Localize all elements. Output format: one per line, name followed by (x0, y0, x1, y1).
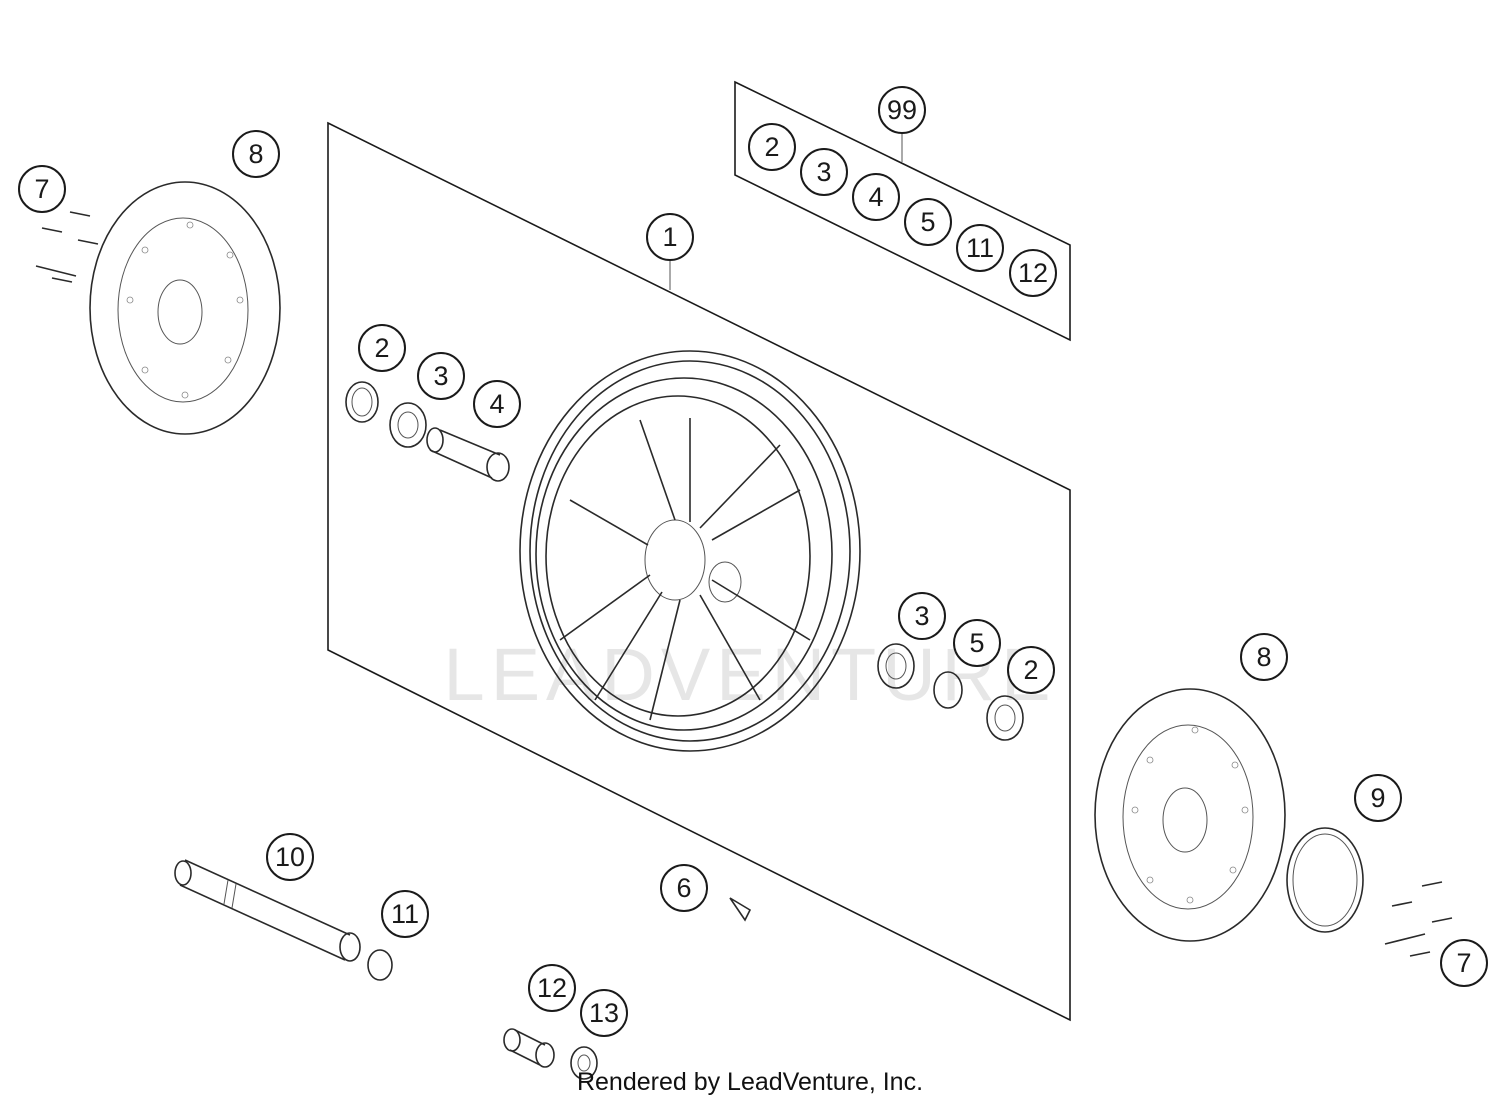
callout: 5 (953, 619, 1001, 667)
leader-lines (669, 130, 903, 290)
svg-text:7: 7 (1456, 948, 1471, 978)
svg-text:11: 11 (391, 899, 419, 929)
callout: 11 (381, 890, 429, 938)
svg-text:10: 10 (275, 842, 305, 872)
callout: 12 (1009, 249, 1057, 297)
svg-text:2: 2 (374, 333, 389, 363)
hub-parts-right (877, 643, 1024, 741)
callout: 7 (1440, 939, 1488, 987)
render-credit: Rendered by LeadVenture, Inc. (576, 1068, 924, 1096)
abs-tone-wheel (1286, 827, 1364, 933)
callout: 4 (852, 173, 900, 221)
hub-parts-left (345, 381, 510, 482)
svg-text:99: 99 (887, 95, 917, 125)
svg-text:7: 7 (34, 174, 49, 204)
spacer-and-cap (503, 1028, 598, 1080)
callout: 13 (580, 989, 628, 1037)
callout: 8 (232, 130, 280, 178)
brake-disc-left (89, 181, 281, 435)
front-wheel (519, 350, 861, 752)
callout: 3 (417, 352, 465, 400)
bolts-right (1384, 881, 1453, 957)
callout: 2 (1007, 646, 1055, 694)
svg-text:9: 9 (1370, 783, 1385, 813)
svg-text:5: 5 (969, 628, 984, 658)
axle (174, 859, 393, 981)
callout: 11 (956, 224, 1004, 272)
callout: 9 (1354, 774, 1402, 822)
svg-text:5: 5 (920, 207, 935, 237)
callout: 3 (898, 592, 946, 640)
callout: 3 (800, 148, 848, 196)
brake-disc-right (1094, 688, 1286, 942)
svg-text:2: 2 (764, 132, 779, 162)
callout: 4 (473, 380, 521, 428)
bolts-left (35, 211, 99, 283)
svg-text:8: 8 (248, 139, 263, 169)
svg-text:12: 12 (537, 973, 567, 1003)
callout: 5 (904, 198, 952, 246)
callout: 2 (748, 123, 796, 171)
callout: 2 (358, 324, 406, 372)
valve (729, 897, 752, 922)
wheel-assembly-frame (327, 121, 1071, 1022)
svg-text:3: 3 (816, 157, 831, 187)
svg-text:3: 3 (433, 361, 448, 391)
callout: 7 (18, 165, 66, 213)
svg-text:11: 11 (966, 233, 994, 263)
svg-text:8: 8 (1256, 642, 1271, 672)
svg-text:6: 6 (676, 873, 691, 903)
svg-text:4: 4 (868, 182, 883, 212)
svg-text:4: 4 (489, 389, 504, 419)
svg-text:3: 3 (914, 601, 929, 631)
callout: 1 (646, 213, 694, 261)
callout: 12 (528, 964, 576, 1012)
callout: 6 (660, 864, 708, 912)
svg-text:13: 13 (589, 998, 619, 1028)
svg-text:1: 1 (662, 222, 677, 252)
watermark: LEADVENTURE (444, 633, 1057, 716)
callout: 99 (878, 86, 926, 134)
callout: 8 (1240, 633, 1288, 681)
kit-frame (734, 80, 1071, 342)
svg-text:12: 12 (1018, 258, 1048, 288)
svg-text:2: 2 (1023, 655, 1038, 685)
callout: 10 (266, 833, 314, 881)
